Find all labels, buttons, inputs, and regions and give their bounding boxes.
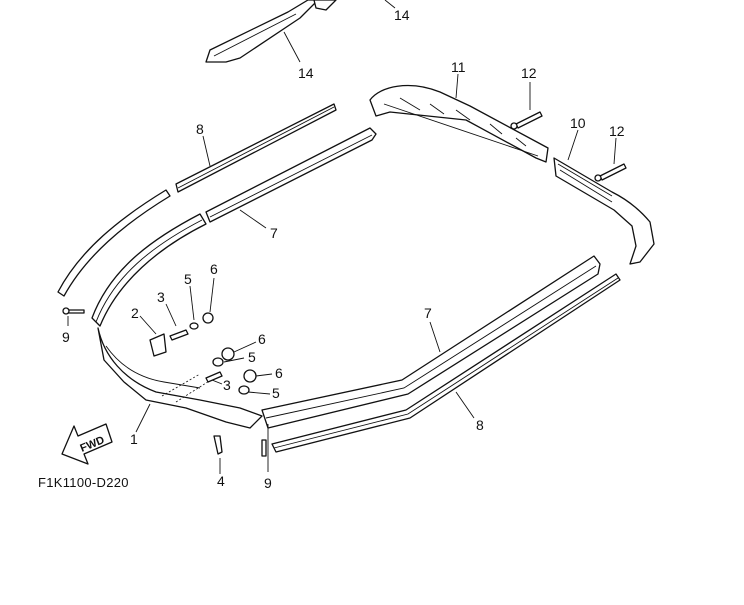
callout-6: 6 bbox=[210, 261, 218, 277]
fwd-arrow-icon: FWD bbox=[61, 423, 113, 465]
callout-labels: 14 14 8 7 11 12 10 12 9 2 3 5 6 6 5 6 3 … bbox=[62, 7, 625, 491]
callout-8: 8 bbox=[196, 121, 204, 137]
part-4-bolt bbox=[213, 435, 223, 455]
callout-7: 7 bbox=[270, 225, 278, 241]
callout-5: 5 bbox=[184, 271, 192, 287]
callout-6: 6 bbox=[258, 331, 266, 347]
callout-10: 10 bbox=[570, 115, 586, 131]
part-5-washer bbox=[189, 322, 250, 395]
callout-9: 9 bbox=[62, 329, 70, 345]
callout-11: 11 bbox=[451, 59, 466, 75]
part-11-rear-trim bbox=[369, 84, 549, 163]
callout-9: 9 bbox=[264, 475, 272, 491]
part-6-nut bbox=[202, 312, 257, 383]
part-1-front-bumper bbox=[97, 327, 263, 429]
callout-14: 14 bbox=[298, 65, 314, 81]
callout-3: 3 bbox=[223, 377, 231, 393]
leader-lines bbox=[67, 0, 617, 474]
part-7-lower-rail bbox=[261, 255, 601, 429]
part-3-bolt bbox=[169, 329, 223, 383]
callout-14: 14 bbox=[394, 7, 410, 23]
callout-12: 12 bbox=[609, 123, 625, 139]
part-7-upper-rail bbox=[91, 127, 377, 327]
part-12-rivet bbox=[510, 111, 627, 182]
part-14-plate bbox=[205, 0, 337, 63]
drawing-id: F1K1100-D220 bbox=[38, 475, 129, 490]
callout-5: 5 bbox=[248, 349, 256, 365]
part-8-lower-rail bbox=[271, 273, 621, 453]
callout-7: 7 bbox=[424, 305, 432, 321]
callout-1: 1 bbox=[130, 431, 138, 447]
part-9-screw bbox=[62, 307, 267, 457]
callout-5: 5 bbox=[272, 385, 280, 401]
callout-12: 12 bbox=[521, 65, 537, 81]
part-8-upper-rail bbox=[57, 103, 337, 297]
callout-3: 3 bbox=[157, 289, 165, 305]
callout-4: 4 bbox=[217, 473, 225, 489]
part-10-rear-corner bbox=[553, 157, 655, 265]
callout-8: 8 bbox=[476, 417, 484, 433]
callout-6: 6 bbox=[275, 365, 283, 381]
callout-2: 2 bbox=[131, 305, 139, 321]
part-2-bracket bbox=[149, 333, 167, 357]
